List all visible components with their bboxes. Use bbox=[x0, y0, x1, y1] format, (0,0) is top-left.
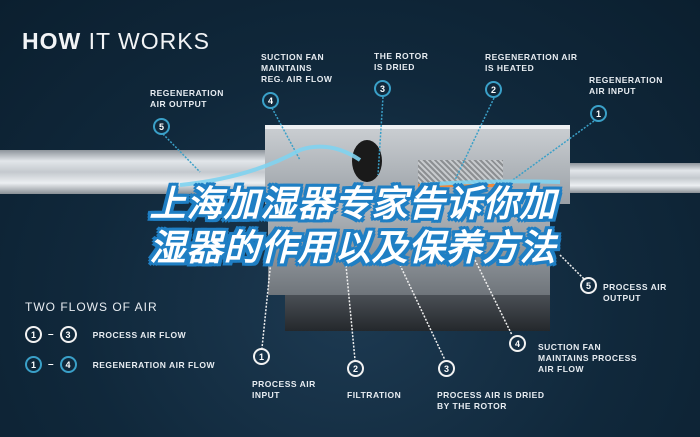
legend-dash: – bbox=[48, 359, 54, 370]
callout-number-5-top: 5 bbox=[153, 118, 170, 135]
callout-number-3-top: 3 bbox=[374, 80, 391, 97]
callout-number-2-bottom: 2 bbox=[347, 360, 364, 377]
callout-label-regen-input: REGENERATION AIR INPUT bbox=[589, 75, 663, 96]
headline-overlay: 上海加湿器专家告诉你加 湿器的作用以及保养方法 bbox=[108, 182, 598, 270]
legend-regen-from: 1 bbox=[25, 356, 42, 373]
callout-label-process-fan: SUCTION FAN MAINTAINS PROCESS AIR FLOW bbox=[538, 342, 638, 374]
callout-label-regen-heated: REGENERATION AIR IS HEATED bbox=[485, 52, 578, 73]
rotor bbox=[352, 140, 382, 182]
legend-regen-label: REGENERATION AIR FLOW bbox=[92, 359, 215, 370]
title-bold: HOW bbox=[22, 28, 82, 54]
callout-number-2-top: 2 bbox=[485, 81, 502, 98]
title-rest: IT WORKS bbox=[81, 28, 210, 54]
callout-number-1-bottom: 1 bbox=[253, 348, 270, 365]
legend-process-label: PROCESS AIR FLOW bbox=[92, 329, 187, 340]
legend-dash: – bbox=[48, 329, 54, 340]
callout-number-3-bottom: 3 bbox=[438, 360, 455, 377]
dehumidifier-unit-lower bbox=[268, 200, 550, 295]
legend-row-regeneration: 1 – 4 REGENERATION AIR FLOW bbox=[25, 356, 215, 373]
page-title: HOW IT WORKS bbox=[22, 28, 210, 55]
callout-number-5-bottom: 5 bbox=[580, 277, 597, 294]
callout-label-rotor-dried: THE ROTOR IS DRIED bbox=[374, 51, 429, 72]
callout-number-4-top: 4 bbox=[262, 92, 279, 109]
callout-number-1-top: 1 bbox=[590, 105, 607, 122]
headline-line-1: 上海加湿器专家告诉你加 bbox=[149, 183, 557, 224]
legend-row-process: 1 – 3 PROCESS AIR FLOW bbox=[25, 326, 186, 343]
callout-label-regen-output: REGENERATION AIR OUTPUT bbox=[150, 88, 224, 109]
callout-label-process-input: PROCESS AIR INPUT bbox=[252, 379, 316, 400]
legend-process-to: 3 bbox=[59, 326, 77, 343]
dehumidifier-unit bbox=[265, 125, 570, 204]
callout-label-filtration: FILTRATION bbox=[347, 390, 402, 400]
legend-process-from: 1 bbox=[25, 326, 42, 343]
callout-number-4-bottom: 4 bbox=[509, 335, 526, 352]
legend-title: TWO FLOWS OF AIR bbox=[25, 300, 158, 314]
callout-label-process-dried: PROCESS AIR IS DRIED BY THE ROTOR bbox=[437, 390, 545, 411]
headline-line-2: 湿器的作用以及保养方法 bbox=[149, 227, 557, 268]
legend-regen-to: 4 bbox=[59, 356, 77, 373]
right-duct-pipe bbox=[568, 163, 700, 193]
callout-label-reg-fan: SUCTION FAN MAINTAINS REG. AIR FLOW bbox=[261, 52, 333, 84]
left-duct-pipe bbox=[0, 150, 285, 194]
callout-label-process-output: PROCESS AIR OUTPUT bbox=[603, 282, 667, 303]
